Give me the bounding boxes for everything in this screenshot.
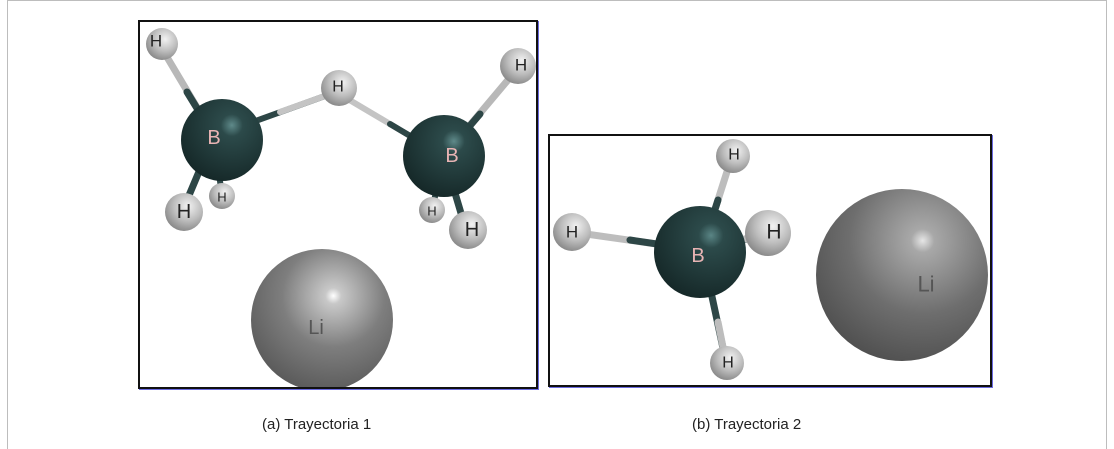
boron-atom-1: B (181, 99, 263, 181)
hydrogen-lower-right: H (449, 211, 487, 249)
hydrogen-back-b1: H (209, 183, 235, 209)
hydrogen-left: H (553, 213, 591, 251)
caption-trajectory-1: (a) Trayectoria 1 (262, 416, 372, 433)
svg-text:Li: Li (917, 272, 934, 297)
hydrogen-top: H (716, 139, 750, 173)
lithium-atom: Li (251, 249, 393, 387)
boron-atom: B (654, 206, 746, 298)
svg-text:H: H (766, 221, 781, 244)
svg-text:Li: Li (308, 317, 324, 339)
svg-text:H: H (427, 204, 436, 219)
svg-text:H: H (465, 219, 479, 241)
svg-text:H: H (515, 56, 527, 75)
svg-text:H: H (217, 190, 226, 205)
panel-b-trajectory-2: B H H H H Li (548, 134, 992, 387)
page-frame (7, 0, 1107, 449)
hydrogen-back-b2: H (419, 197, 445, 223)
boron-atom-2: B (403, 115, 485, 197)
svg-text:B: B (691, 245, 704, 267)
lithium-atom: Li (816, 189, 988, 361)
svg-text:H: H (566, 223, 578, 242)
svg-text:H: H (728, 147, 740, 164)
hydrogen-right: H (745, 210, 791, 256)
hydrogen-bottom: H (710, 346, 744, 380)
svg-text:H: H (332, 79, 344, 96)
molecule-b-svg: B H H H H Li (553, 139, 988, 380)
caption-trajectory-2: (b) Trayectoria 2 (692, 416, 802, 433)
molecule-a-svg: H H B B H H H H (146, 28, 536, 387)
panel-a-trajectory-1: H H B B H H H H (138, 20, 538, 389)
svg-text:H: H (150, 32, 162, 51)
hydrogen-bridge: H (321, 70, 357, 106)
svg-text:B: B (445, 145, 458, 167)
hydrogen-lower-left: H (165, 193, 203, 231)
svg-text:H: H (177, 201, 191, 223)
svg-text:B: B (207, 127, 220, 149)
hydrogen-top-left: H (146, 28, 178, 60)
hydrogen-top-right: H (500, 48, 536, 84)
svg-text:H: H (722, 355, 734, 372)
